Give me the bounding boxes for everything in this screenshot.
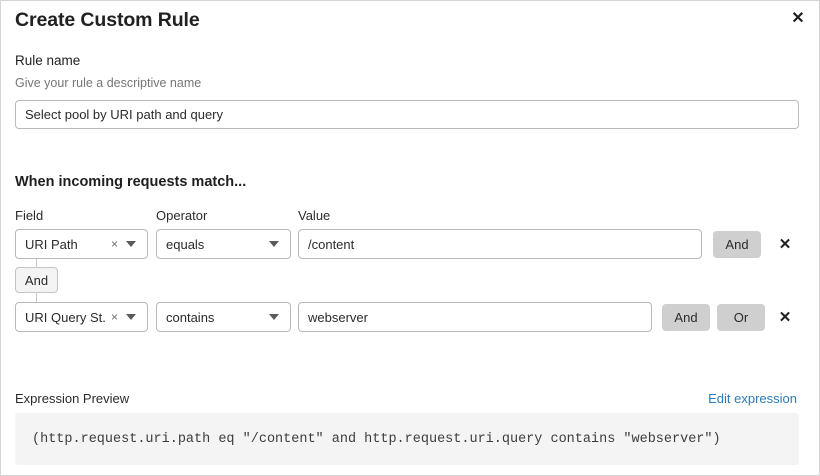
condition-row-2-field-value: URI Query St... (25, 309, 106, 325)
expression-preview-label: Expression Preview (15, 391, 130, 406)
rule-name-help-text: Give your rule a descriptive name (15, 76, 202, 90)
clear-icon[interactable]: × (110, 237, 118, 251)
condition-row-1-operator-select[interactable]: equals (156, 229, 291, 259)
page-title: Create Custom Rule (15, 9, 200, 31)
condition-row-1-field-value: URI Path (25, 236, 78, 252)
expression-preview-box: (http.request.uri.path eq "/content" and… (15, 413, 799, 465)
column-header-field: Field (15, 208, 44, 223)
chevron-down-icon (126, 241, 136, 247)
column-header-operator: Operator (156, 208, 208, 223)
connector-line-top (36, 259, 37, 268)
condition-row-2-field-select[interactable]: URI Query St... × (15, 302, 148, 332)
connector-line-bottom (36, 293, 37, 303)
chevron-down-icon (269, 241, 279, 247)
match-section-heading: When incoming requests match... (15, 174, 247, 190)
close-icon[interactable]: ✕ (785, 6, 811, 32)
condition-row-2-operator-select[interactable]: contains (156, 302, 291, 332)
rule-name-input[interactable] (15, 100, 799, 129)
condition-row-2-delete-icon[interactable]: ✕ (774, 306, 796, 328)
condition-row-2-operator-value: contains (166, 309, 215, 325)
condition-row-1-field-select[interactable]: URI Path × (15, 229, 148, 259)
chevron-down-icon (269, 314, 279, 320)
condition-row-2-and-button[interactable]: And (662, 304, 710, 331)
condition-row-2-value-input[interactable] (298, 302, 652, 332)
condition-row-1-delete-icon[interactable]: ✕ (774, 233, 796, 255)
chevron-down-icon (126, 314, 136, 320)
clear-icon[interactable]: × (110, 310, 118, 324)
edit-expression-link[interactable]: Edit expression (708, 391, 797, 406)
column-header-value: Value (298, 208, 331, 223)
rule-name-label: Rule name (15, 53, 81, 68)
expression-preview-text: (http.request.uri.path eq "/content" and… (32, 431, 721, 447)
condition-row-1-value-input[interactable] (298, 229, 702, 259)
condition-row-1-operator-value: equals (166, 236, 205, 252)
condition-group-connector-and[interactable]: And (15, 267, 58, 293)
condition-row-2-or-button[interactable]: Or (717, 304, 765, 331)
condition-row-1-and-button[interactable]: And (713, 231, 761, 258)
